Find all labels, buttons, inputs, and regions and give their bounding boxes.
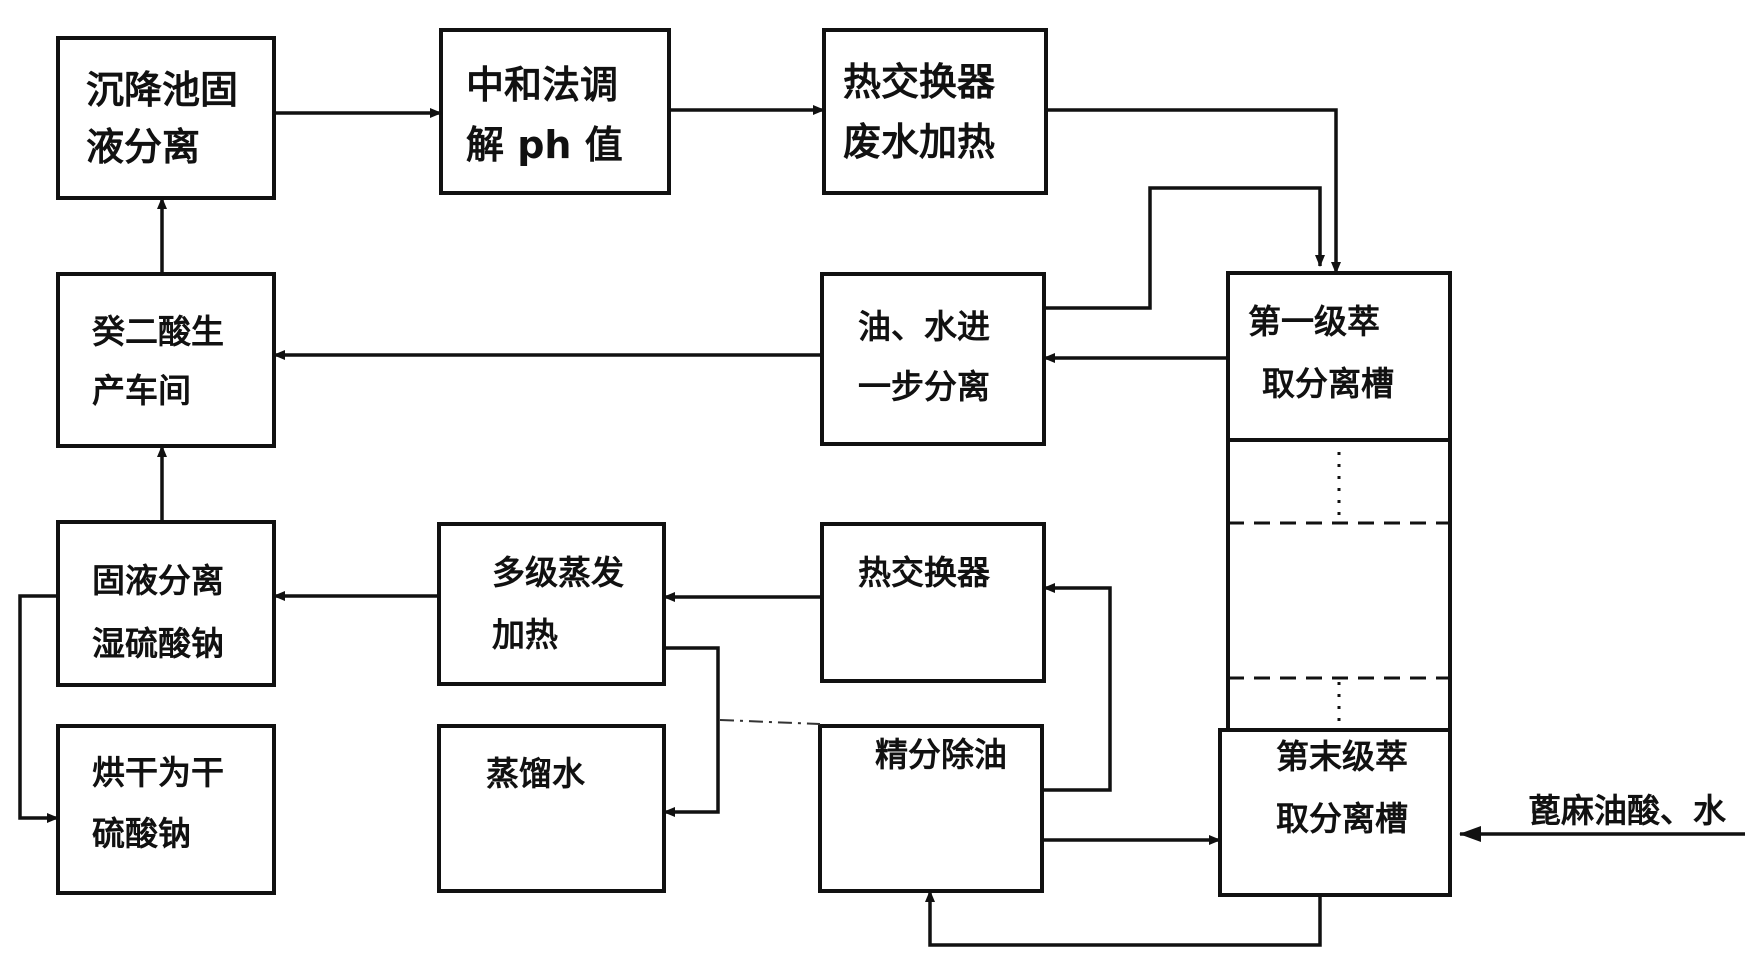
box-neutralize [439,28,671,195]
label-neutralize-2: 解 ph 值 [466,123,623,167]
box-hx-top [822,28,1048,195]
label-last-stage-1: 第末级萃 [1276,737,1408,776]
box-extraction-middle [1226,438,1452,732]
label-drying-2: 硫酸钠 [92,814,191,853]
label-solid-liquid-2: 湿硫酸钠 [92,624,224,663]
label-sebacic-1: 癸二酸生 [91,312,224,351]
label-fine-oil-removal: 精分除油 [875,735,1007,774]
arrow-hx-to-first-stage [1046,108,1341,274]
label-last-stage-2: 取分离槽 [1276,799,1408,838]
label-hx-mid: 热交换器 [858,553,991,592]
label-settling-2: 液分离 [86,125,200,169]
label-drying-1: 烘干为干 [92,753,224,792]
label-hx-top-1: 热交换器 [843,60,996,104]
label-oil-water-sep-1: 油、水进 [858,307,990,346]
arrow-solid-liquid-to-drying [18,594,59,823]
box-distilled-water [437,724,666,893]
box-settling [56,36,276,200]
box-oil-water-sep [820,272,1046,446]
box-evaporation [437,522,666,686]
box-hx-mid [820,522,1046,683]
box-first-stage [1226,271,1452,442]
arrow-oil-removal-to-hx-mid [1042,583,1112,792]
label-evaporation-2: 加热 [492,615,558,654]
faint-dash-dot-line [719,719,821,725]
label-sebacic-2: 产车间 [92,371,191,410]
box-drying [56,724,276,895]
box-last-stage [1218,728,1452,897]
box-sebacic [56,272,276,448]
label-distilled-water: 蒸馏水 [486,754,586,793]
label-settling-1: 沉降池固 [86,68,238,112]
label-first-stage-1: 第一级萃 [1248,302,1380,341]
label-solid-liquid-1: 固液分离 [92,561,224,600]
label-evaporation-1: 多级蒸发 [492,553,624,592]
label-neutralize-1: 中和法调 [466,63,618,107]
arrow-oil-water-recycle [1044,186,1325,310]
box-fine-oil-removal [818,724,1044,893]
label-hx-top-2: 废水加热 [843,120,995,164]
label-oil-water-sep-2: 一步分离 [858,367,990,406]
label-first-stage-2: 取分离槽 [1262,364,1394,403]
arrow-evaporation-to-distilled [663,646,720,817]
box-solid-liquid [56,520,276,687]
label-input-feed: 蓖麻油酸、水 [1528,791,1727,830]
arrow-last-stage-to-oil-removal [925,890,1322,947]
